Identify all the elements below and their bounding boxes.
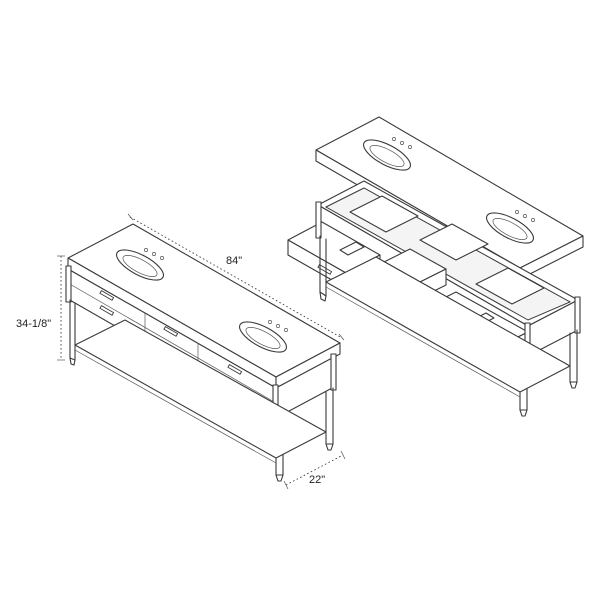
corner-bracket	[574, 296, 581, 334]
drawer-pull	[99, 290, 115, 301]
drawer-pull	[163, 326, 179, 337]
interior-drawer-box	[349, 195, 419, 233]
depth-label: 22"	[309, 474, 325, 486]
base-frame-left	[69, 299, 334, 482]
drawer-pull	[227, 364, 243, 375]
dimension-width: 84"	[127, 213, 345, 341]
countertop-side-edge-left	[275, 342, 341, 389]
sink-right-1	[363, 137, 412, 171]
drawer-pull	[99, 305, 115, 316]
corner-bracket	[65, 265, 72, 303]
dimension-height: 34-1/8"	[16, 255, 65, 361]
sink-left-1	[116, 248, 164, 281]
base-frame-right	[319, 235, 578, 417]
sink-left-2	[239, 320, 288, 353]
dimension-depth: 22"	[283, 450, 346, 490]
corner-bracket	[315, 201, 322, 239]
interior-drawer-box	[419, 223, 489, 261]
interior-drawer-box	[475, 267, 545, 305]
height-label: 34-1/8"	[16, 318, 51, 330]
width-label: 84"	[226, 255, 242, 267]
exploded-vanity	[287, 116, 584, 417]
assembled-vanity: 84" 34-1/8" 22"	[16, 213, 346, 490]
sink-right-2	[486, 210, 535, 244]
corner-bracket	[330, 353, 337, 391]
